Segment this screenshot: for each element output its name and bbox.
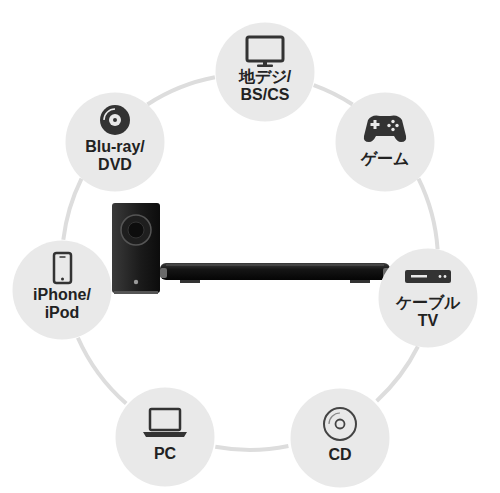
ring-segment bbox=[63, 179, 81, 240]
circle-outline bbox=[335, 92, 435, 192]
device-circle: 地デジ/ BS/CS bbox=[215, 22, 315, 122]
circle-outline bbox=[290, 388, 390, 488]
sound-bar bbox=[160, 263, 390, 283]
device-label: CD bbox=[301, 446, 379, 464]
cd-icon bbox=[324, 408, 356, 440]
ring-segment bbox=[419, 179, 438, 250]
circle-shape bbox=[116, 388, 215, 487]
device-circle: ゲーム bbox=[335, 92, 435, 192]
device-label: iPhone/ iPod bbox=[23, 286, 101, 321]
device-label: PC bbox=[126, 445, 204, 463]
phone-icon bbox=[54, 253, 71, 283]
device-circle: ケーブル TV bbox=[378, 248, 478, 348]
device-circle: Blu-ray/ DVD bbox=[65, 92, 165, 192]
set-top-box-icon bbox=[405, 270, 451, 283]
circle-shape bbox=[13, 241, 112, 340]
laptop-icon bbox=[143, 409, 187, 437]
circle-shape bbox=[291, 389, 390, 488]
subwoofer bbox=[112, 203, 160, 294]
tv-icon bbox=[247, 37, 283, 67]
device-circle: CD bbox=[290, 388, 390, 488]
circle-shape bbox=[216, 23, 315, 122]
blu-ray-disc-icon bbox=[100, 105, 130, 135]
circle-shape bbox=[336, 93, 435, 192]
ring-segment bbox=[314, 85, 353, 104]
device-label: ケーブル TV bbox=[389, 294, 467, 329]
device-label: 地デジ/ BS/CS bbox=[226, 68, 304, 103]
ring-segment bbox=[78, 338, 126, 404]
circle-shape bbox=[66, 93, 165, 192]
gamepad-icon bbox=[364, 116, 406, 143]
device-label: Blu-ray/ DVD bbox=[76, 138, 154, 173]
device-label: ゲーム bbox=[346, 150, 424, 168]
ring-segment bbox=[377, 347, 418, 401]
circle-outline bbox=[115, 387, 215, 487]
device-circle: iPhone/ iPod bbox=[12, 240, 112, 340]
ring-segment bbox=[215, 446, 288, 450]
circle-shape bbox=[379, 249, 478, 348]
device-circle: PC bbox=[115, 387, 215, 487]
ring-segment bbox=[147, 77, 215, 104]
